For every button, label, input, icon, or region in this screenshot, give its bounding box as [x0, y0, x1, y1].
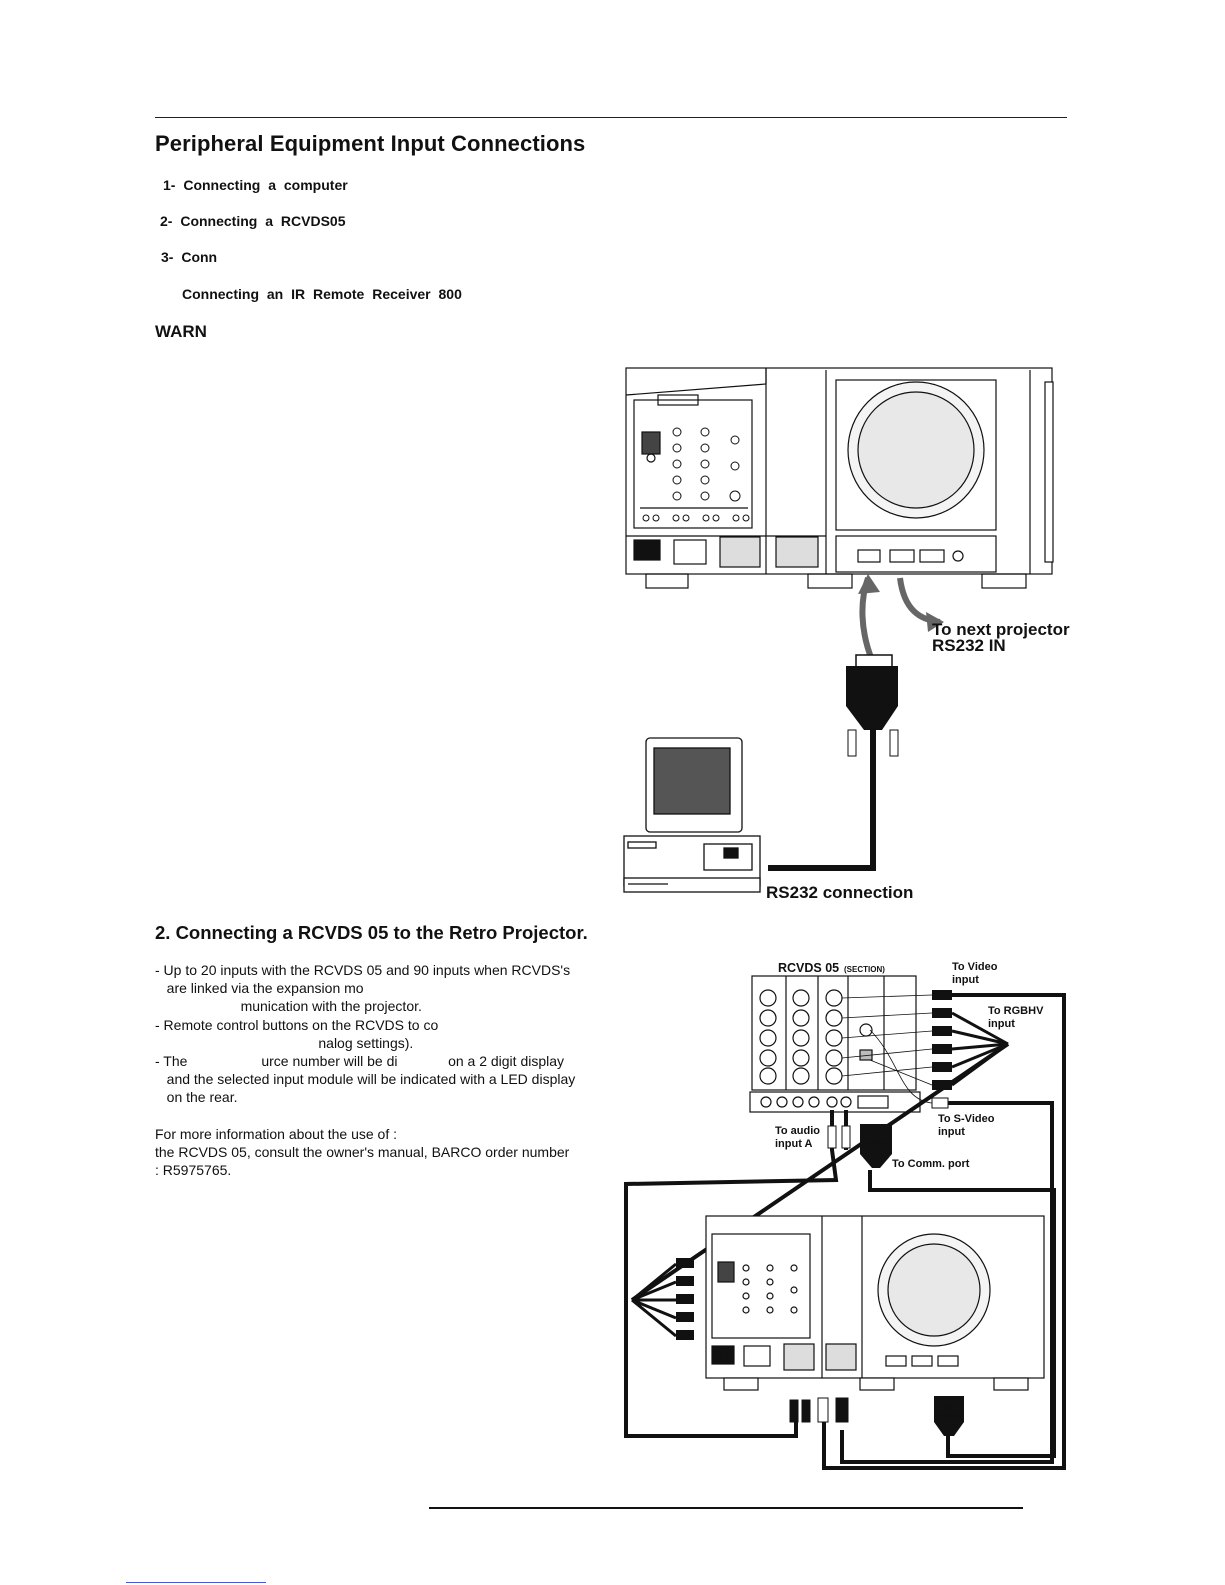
- power-switch-label-2: 0 1: [716, 1352, 731, 1364]
- label-to-video-2: input: [952, 974, 979, 986]
- toc-item-rcvds[interactable]: 2- Connecting a RCVDS05: [160, 213, 346, 229]
- power-switch-label: 0 1: [638, 545, 656, 560]
- figure2-d9-male: D9 male: [860, 1124, 892, 1168]
- label-to-video: To Video: [952, 961, 998, 973]
- body-line: - The urce number will be di on a 2 digi…: [155, 1053, 565, 1070]
- label-d9-female: D9: [944, 1402, 954, 1411]
- figure1-projector: [625, 367, 1054, 589]
- label-to-audio-2: input A: [775, 1138, 813, 1150]
- body-line: munication with the projector.: [155, 998, 422, 1015]
- toc-item-computer[interactable]: 1- Connecting a computer: [163, 177, 348, 193]
- computer-icon: [623, 737, 761, 893]
- rcvds-unit: [749, 975, 921, 1113]
- label-to-rgbhv-2: input: [988, 1018, 1015, 1030]
- label-rs232-connection: RS232 connection: [766, 883, 913, 902]
- label-to-rgbhv: To RGBHV: [988, 1005, 1044, 1017]
- body-line: For more information about the use of :: [155, 1125, 398, 1142]
- label-to-svideo-2: input: [938, 1126, 965, 1138]
- label-rcvds-section: (SECTION): [844, 965, 885, 974]
- label-to-svideo: To S-Video: [938, 1113, 995, 1125]
- body-line: the RCVDS 05, consult the owner's manual…: [155, 1143, 570, 1160]
- figure2-bottom-plugs: [789, 1397, 849, 1423]
- body-line: on the rear.: [155, 1089, 238, 1106]
- connector-column: [672, 427, 741, 502]
- figure2-projector: [705, 1215, 1045, 1391]
- label-to-comm-port: To Comm. port: [892, 1158, 970, 1170]
- figure2-d9-female: D9 Female: [934, 1396, 964, 1436]
- figure1-cable: [768, 730, 876, 871]
- body-line: : R5975765.: [155, 1162, 232, 1179]
- bottom-rule: [429, 1507, 1023, 1509]
- figure2-audio-plugs: [827, 1125, 851, 1149]
- body-line: nalog settings).: [155, 1034, 414, 1051]
- label-to-audio: To audio: [775, 1125, 820, 1137]
- section2-title: 2. Connecting a RCVDS 05 to the Retro Pr…: [155, 922, 588, 943]
- page-title: Peripheral Equipment Input Connections: [155, 131, 586, 156]
- figure2-routing-cables: [624, 993, 1066, 1470]
- top-rule: [155, 117, 1067, 118]
- footer-link-underline[interactable]: [126, 1582, 266, 1583]
- figure2-bnc-fan: [631, 1258, 694, 1340]
- figure1-d9-connector: [846, 654, 899, 757]
- label-rs232-in: RS232 IN: [932, 636, 1006, 655]
- warning-heading: WARN: [155, 322, 207, 341]
- label-rcvds-title: RCVDS 05: [778, 961, 839, 975]
- body-line: and the selected input module will be in…: [155, 1071, 576, 1088]
- label-d9-male-2: male: [867, 1138, 886, 1147]
- body-line: - Up to 20 inputs with the RCVDS 05 and …: [155, 962, 571, 978]
- section2-body: - Up to 20 inputs with the RCVDS 05 and …: [155, 961, 600, 1179]
- label-d9-female-2: Female: [936, 1411, 962, 1420]
- arrow-head-up: [858, 574, 880, 594]
- label-next-projector: To next projector: [932, 620, 1070, 639]
- toc-item-conn[interactable]: 3- Conn: [161, 249, 218, 265]
- toc-item-ir-receiver[interactable]: Connecting an IR Remote Receiver 800: [182, 286, 462, 302]
- arrow-head-right: [926, 612, 944, 632]
- body-line: - Remote control buttons on the RCVDS to…: [155, 1016, 439, 1033]
- label-d9-male: D9: [871, 1128, 882, 1137]
- body-line: are linked via the expansion mo: [155, 980, 364, 997]
